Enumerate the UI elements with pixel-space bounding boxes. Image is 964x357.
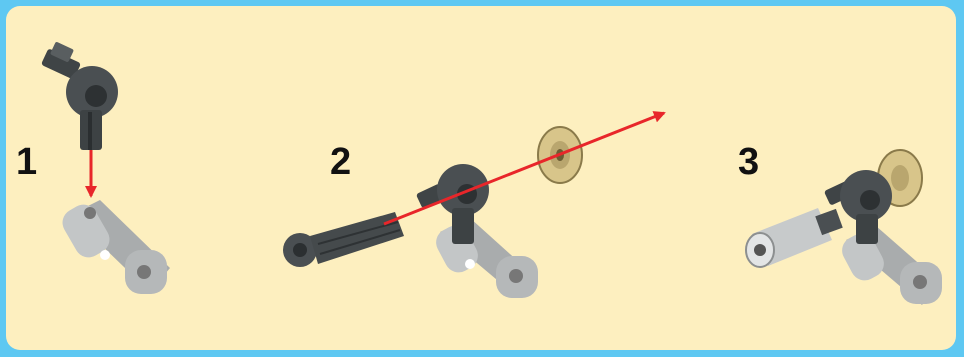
step-3-beam-icon	[842, 226, 942, 305]
step-3-number: 3	[738, 141, 760, 183]
step-1-beam-icon	[62, 200, 170, 294]
step-1-connector-icon	[41, 42, 118, 150]
step-2-beam-icon	[436, 218, 538, 298]
step-3-bushing-icon	[745, 208, 843, 268]
step-2-axle-icon	[283, 212, 404, 267]
step-2-arrow-icon	[383, 111, 666, 226]
step-3-connector-icon	[824, 170, 892, 244]
step-1-number: 1	[16, 141, 38, 183]
step-2-number: 2	[330, 141, 352, 183]
